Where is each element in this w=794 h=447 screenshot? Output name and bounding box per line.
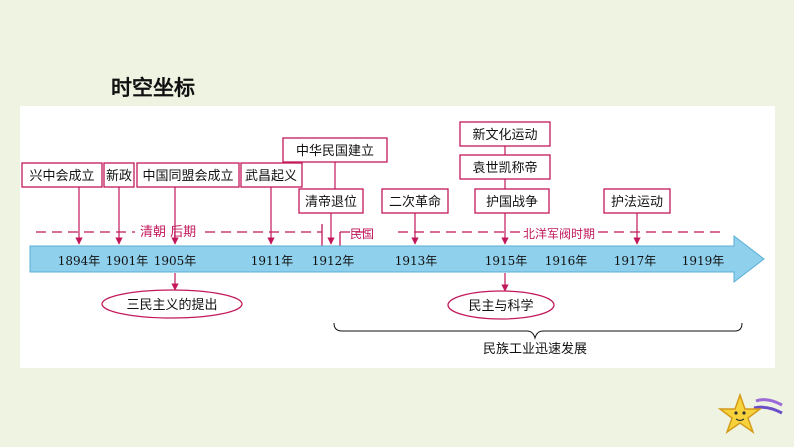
year-label: 1911年 (251, 254, 294, 268)
event-label: 新文化运动 (472, 127, 537, 143)
event-label: 中华民国建立 (296, 144, 374, 159)
event-label: 兴中会成立 (29, 169, 94, 184)
event-label: 三民主义的提出 (126, 297, 217, 313)
timeline-panel (20, 106, 775, 368)
period-late-qing: 清朝 后期 (140, 225, 196, 240)
brace-label: 民族工业迅速发展 (483, 341, 587, 357)
event-box-hufa (603, 188, 671, 214)
period-beiyang: 北洋军阀时期 (523, 226, 595, 241)
year-label: 1916年 (545, 254, 588, 268)
period-minguo: 民国 (350, 227, 374, 241)
event-box-huguo (474, 188, 550, 214)
event-label: 武昌起义 (245, 169, 297, 184)
event-ellipse-minzhu (447, 290, 555, 320)
event-box-xinwenhua (459, 121, 551, 147)
event-box-wuchang (240, 162, 303, 188)
year-label: 1905年 (154, 254, 197, 268)
year-label: 1913年 (395, 254, 438, 268)
event-box-tongmenghui (136, 162, 240, 188)
event-label: 新政 (106, 168, 132, 184)
year-label: 1894年 (58, 254, 101, 268)
event-box-xingzhonghui (21, 162, 103, 188)
event-box-zhonghuaminguo (282, 137, 388, 163)
year-label: 1919年 (682, 254, 725, 268)
page-title: 时空坐标 (111, 76, 195, 100)
year-label: 1901年 (106, 254, 149, 268)
event-box-qingdi (298, 188, 364, 214)
year-label: 1915年 (485, 254, 528, 268)
brace (333, 322, 743, 340)
event-label: 清帝退位 (305, 194, 357, 210)
year-label: 1917年 (614, 254, 657, 268)
star-icon (717, 392, 783, 434)
event-label: 中国同盟会成立 (142, 169, 233, 184)
timeline-arrow (29, 234, 765, 284)
event-box-yuanshikai (459, 154, 551, 180)
event-label: 护国战争 (486, 195, 538, 210)
event-label: 袁世凯称帝 (472, 160, 537, 176)
event-label: 民主与科学 (468, 298, 533, 314)
event-label: 二次革命 (389, 194, 441, 210)
event-ellipse-sanmin (101, 289, 243, 319)
event-label: 护法运动 (611, 195, 663, 210)
year-label: 1912年 (312, 254, 355, 268)
